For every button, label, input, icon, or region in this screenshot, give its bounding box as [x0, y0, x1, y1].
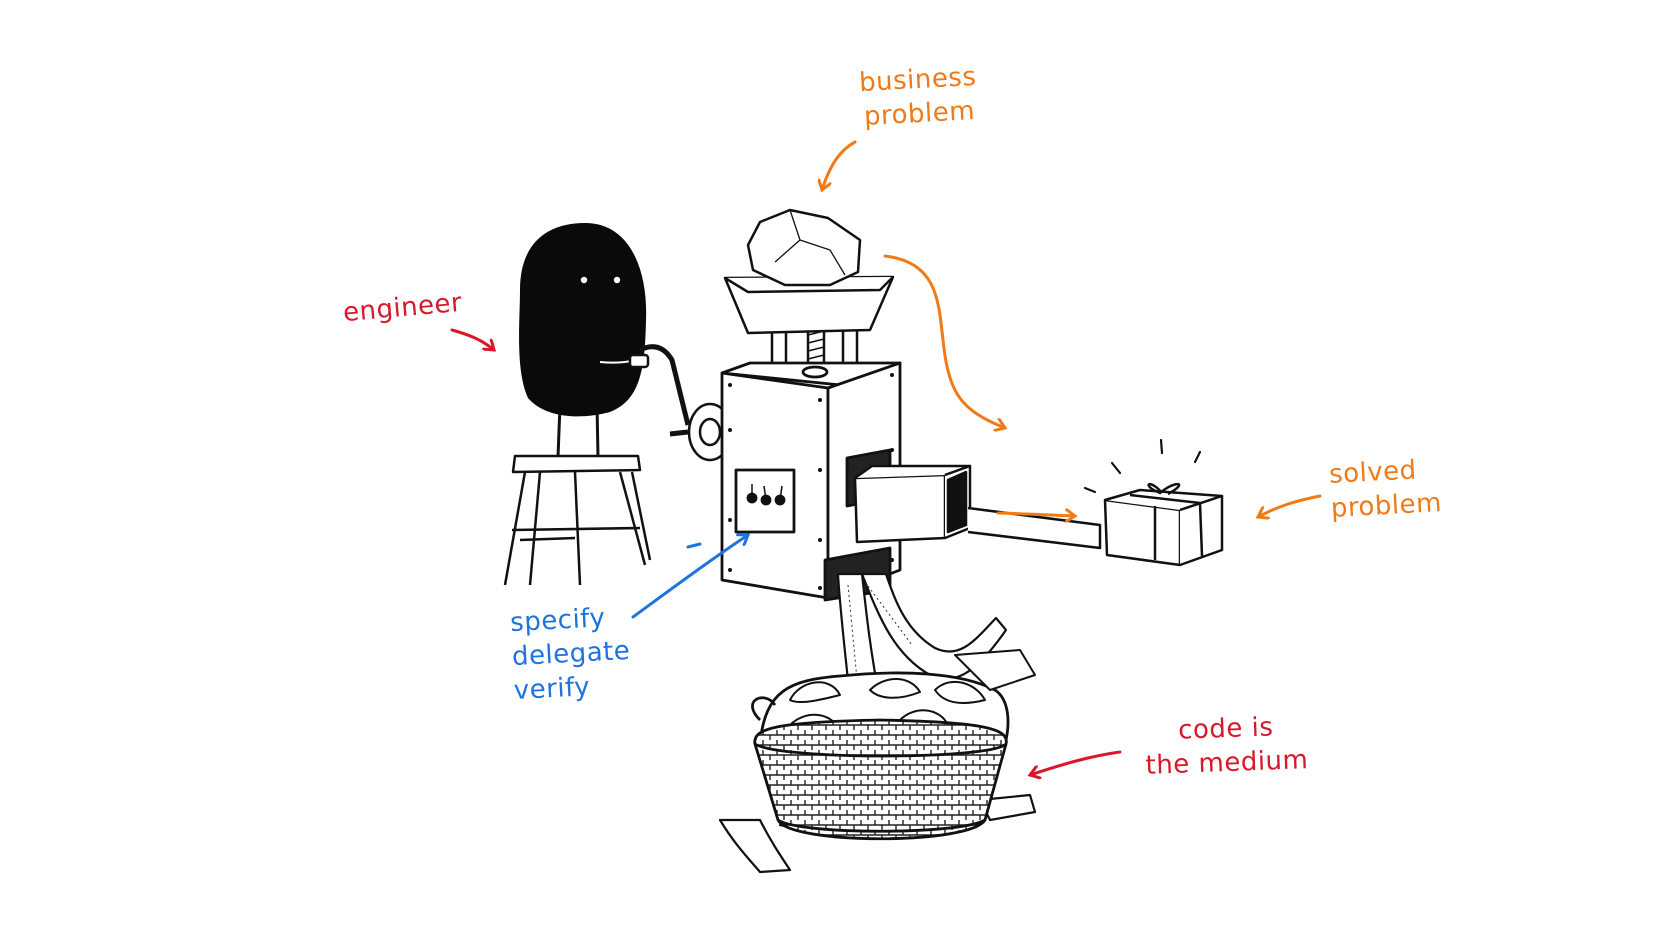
- label-solved-problem: solved problem: [1328, 453, 1442, 526]
- label-code-is-line-1: code is: [1177, 712, 1274, 746]
- engineer-blob-icon: [519, 223, 647, 458]
- label-solved-problem-line-2: problem: [1330, 487, 1443, 524]
- output-chute-icon: [853, 464, 1102, 550]
- label-verify: verify: [513, 671, 591, 706]
- label-business-problem: business problem: [858, 61, 979, 135]
- label-specify-delegate-verify: specify delegate verify: [509, 601, 633, 708]
- arrow-to-gift: [996, 513, 1075, 516]
- stool-icon: [503, 454, 652, 586]
- arrow-process-flow: [883, 254, 1005, 428]
- rock-icon: [746, 208, 862, 287]
- gift-box-icon: [1083, 438, 1224, 567]
- arrow-specify: [631, 535, 748, 619]
- label-delegate: delegate: [511, 635, 632, 672]
- label-code-is-the-medium: code is the medium: [1144, 710, 1309, 783]
- arrow-engineer: [450, 328, 494, 350]
- basket-icon: [751, 649, 1036, 841]
- arrow-solved-problem: [1258, 494, 1322, 517]
- arrow-code-medium: [1030, 750, 1122, 775]
- arrow-business-problem: [822, 140, 857, 190]
- label-business-problem-line-2: problem: [863, 95, 976, 132]
- label-code-is-line-2: the medium: [1145, 744, 1309, 781]
- crank-icon: [628, 344, 733, 462]
